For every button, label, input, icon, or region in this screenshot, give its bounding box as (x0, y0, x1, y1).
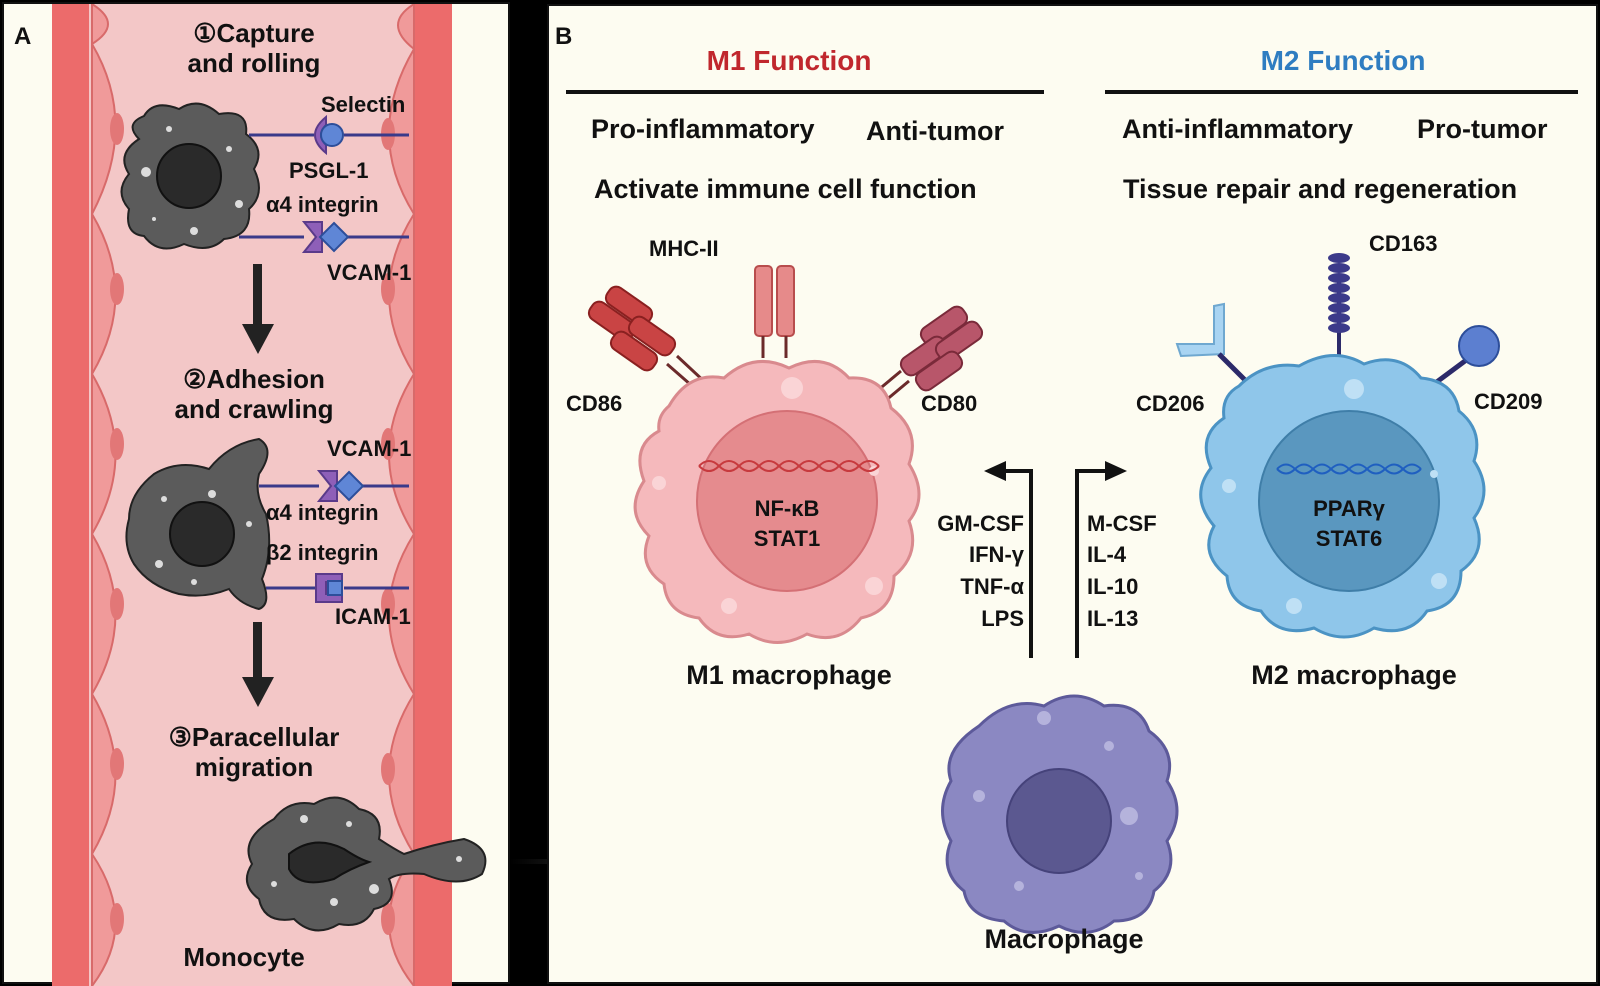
a4-integrin-label-1: α4 integrin (266, 192, 379, 217)
m1-function-3: Activate immune cell function (594, 174, 977, 204)
m1-macrophage-label: M1 macrophage (686, 660, 892, 690)
m1-title: M1 Function (707, 45, 872, 76)
step3-title-line1: ③Paracellular (169, 722, 340, 752)
cd86-receptor-icon (587, 285, 709, 394)
m1-stimulus-1: GM-CSF (937, 511, 1024, 536)
mhc2-receptor-icon (754, 265, 795, 358)
m2-nucleus-label-1: PPARγ (1313, 496, 1385, 521)
b2-integrin-label: β2 integrin (266, 540, 378, 565)
monocyte-adhesion (125, 437, 271, 611)
m2-title: M2 Function (1261, 45, 1426, 76)
m1-function-1: Pro-inflammatory (591, 114, 815, 144)
icam1-label: ICAM-1 (335, 604, 411, 629)
cd86-label: CD86 (566, 391, 622, 416)
step2-title-line2: and crawling (175, 394, 334, 424)
m1-stimulus-4: LPS (981, 606, 1024, 631)
cd206-label: CD206 (1136, 391, 1204, 416)
panel-b-label: B (555, 23, 572, 50)
endothelial-nuclei-left (110, 113, 124, 935)
m2-polarization-arrow-icon (1075, 461, 1127, 658)
m1-stimulus-2: IFN-γ (969, 542, 1025, 567)
m2-function-2: Pro-tumor (1417, 114, 1548, 144)
monocyte-migration-diagram: A ①Capture and rolling Selectin PSGL-1 α… (14, 4, 487, 986)
endothelial-nuclei-right (381, 118, 395, 935)
panel-a-label: A (14, 23, 31, 50)
cd209-receptor-icon (1432, 325, 1500, 387)
m2-stimulus-4: IL-13 (1087, 606, 1138, 631)
m2-macrophage-label: M2 macrophage (1251, 660, 1457, 690)
vcam1-label-2: VCAM-1 (327, 436, 411, 461)
m2-nucleus-label-2: STAT6 (1316, 526, 1382, 551)
m1-nucleus-label-1: NF-κB (755, 496, 820, 521)
m2-stimulus-2: IL-4 (1087, 542, 1127, 567)
step1-title-line1: ①Capture (193, 18, 315, 48)
m1-stimulus-3: TNF-α (960, 574, 1024, 599)
a4-integrin-label-2: α4 integrin (266, 500, 379, 525)
panel-a: A ①Capture and rolling Selectin PSGL-1 α… (2, 2, 510, 986)
cd163-label: CD163 (1369, 231, 1437, 256)
psgl1-icon (320, 123, 344, 147)
macrophage-label: Macrophage (984, 924, 1143, 954)
vcam1-icon (318, 221, 350, 253)
endothelial-cells-left (91, 4, 117, 986)
m1-polarization-arrow-icon (984, 461, 1033, 658)
macrophage-polarization-diagram: B M1 Function M2 Function Pro-inflammato… (555, 23, 1578, 954)
vcam1-label-1: VCAM-1 (327, 260, 411, 285)
step2-title-line1: ②Adhesion (183, 364, 325, 394)
mhc2-label: MHC-II (649, 236, 719, 261)
icam1-icon (327, 580, 343, 596)
m2-function-1: Anti-inflammatory (1122, 114, 1353, 144)
m1-nucleus-label-2: STAT1 (754, 526, 820, 551)
down-arrow-icon (242, 622, 274, 707)
m2-macrophage-cell (1199, 354, 1486, 639)
selectin-label: Selectin (321, 92, 405, 117)
psgl1-label: PSGL-1 (289, 158, 368, 183)
macrophage-cell (941, 694, 1179, 934)
cd206-receptor-icon (1175, 302, 1251, 386)
endothelial-cells-right (388, 4, 415, 986)
down-arrow-icon (242, 264, 274, 354)
cd80-label: CD80 (921, 391, 977, 416)
monocyte-rolling (120, 102, 260, 250)
panel-b: B M1 Function M2 Function Pro-inflammato… (547, 4, 1598, 984)
step3-title-line2: migration (195, 752, 313, 782)
m2-stimulus-1: M-CSF (1087, 511, 1157, 536)
monocyte-label: Monocyte (183, 942, 304, 972)
m2-function-3: Tissue repair and regeneration (1123, 174, 1517, 204)
a4-integrin-icon (301, 221, 323, 253)
m1-function-2: Anti-tumor (866, 116, 1004, 146)
m2-stimulus-3: IL-10 (1087, 574, 1138, 599)
m1-macrophage-cell (633, 360, 921, 644)
cd209-label: CD209 (1474, 389, 1542, 414)
monocyte-migrating (245, 796, 487, 932)
cd163-receptor-icon (1328, 253, 1350, 358)
step1-title-line2: and rolling (188, 48, 321, 78)
